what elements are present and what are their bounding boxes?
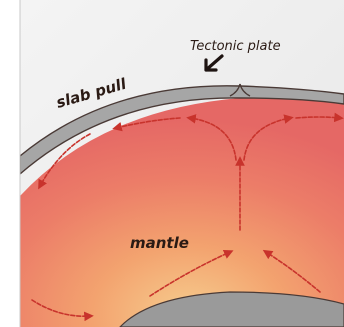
label-tectonic-plate: Tectonic plate <box>190 39 281 54</box>
label-mantle: mantle <box>130 234 189 252</box>
